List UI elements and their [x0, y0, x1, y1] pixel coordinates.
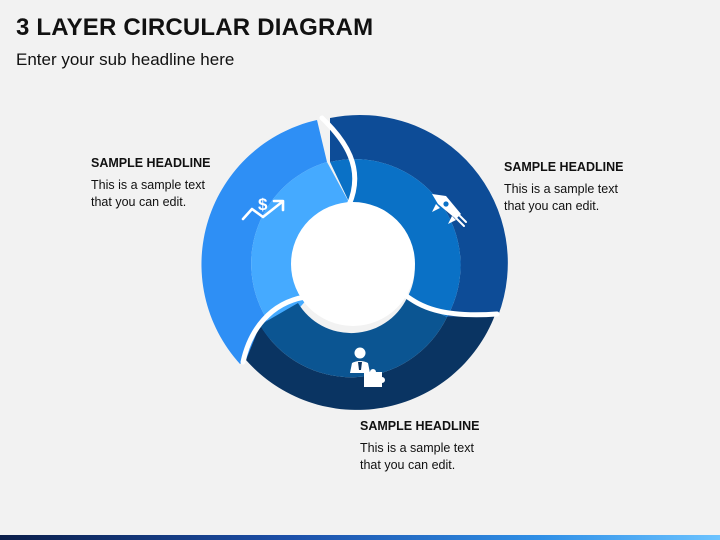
growth-dollar-arrow-icon: $ — [241, 195, 285, 221]
segment-3-inner-ring — [260, 298, 447, 378]
page-title: 3 LAYER CIRCULAR DIAGRAM — [16, 14, 374, 41]
callout-2-text: This is a sample text that you can edit. — [504, 182, 618, 213]
callout-1-headline: SAMPLE HEADLINE — [91, 156, 211, 170]
callout-1-text: This is a sample text that you can edit. — [91, 178, 205, 209]
callout-segment-3: SAMPLE HEADLINE This is a sample text th… — [360, 419, 530, 474]
separator-top — [319, 115, 358, 208]
callout-segment-1: SAMPLE HEADLINE This is a sample text th… — [91, 156, 261, 211]
segment-1-outer-ring — [201, 120, 327, 364]
footer-accent-bar — [0, 535, 720, 540]
separator-left — [240, 294, 308, 365]
page-subtitle: Enter your sub headline here — [16, 50, 235, 69]
segment-2-outer-ring — [330, 114, 508, 317]
callout-3-headline: SAMPLE HEADLINE — [360, 419, 480, 433]
center-circle — [291, 202, 415, 326]
callout-3-text: This is a sample text that you can edit. — [360, 441, 474, 472]
segment-2-inner-ring — [330, 159, 461, 317]
separator-right — [402, 292, 500, 318]
segment-3-outer-ring — [246, 315, 495, 410]
svg-text:$: $ — [258, 195, 268, 214]
businessman-puzzle-icon — [350, 347, 385, 387]
callout-segment-2: SAMPLE HEADLINE This is a sample text th… — [504, 160, 674, 215]
rocket-icon — [432, 194, 467, 227]
callout-2-headline: SAMPLE HEADLINE — [504, 160, 624, 174]
